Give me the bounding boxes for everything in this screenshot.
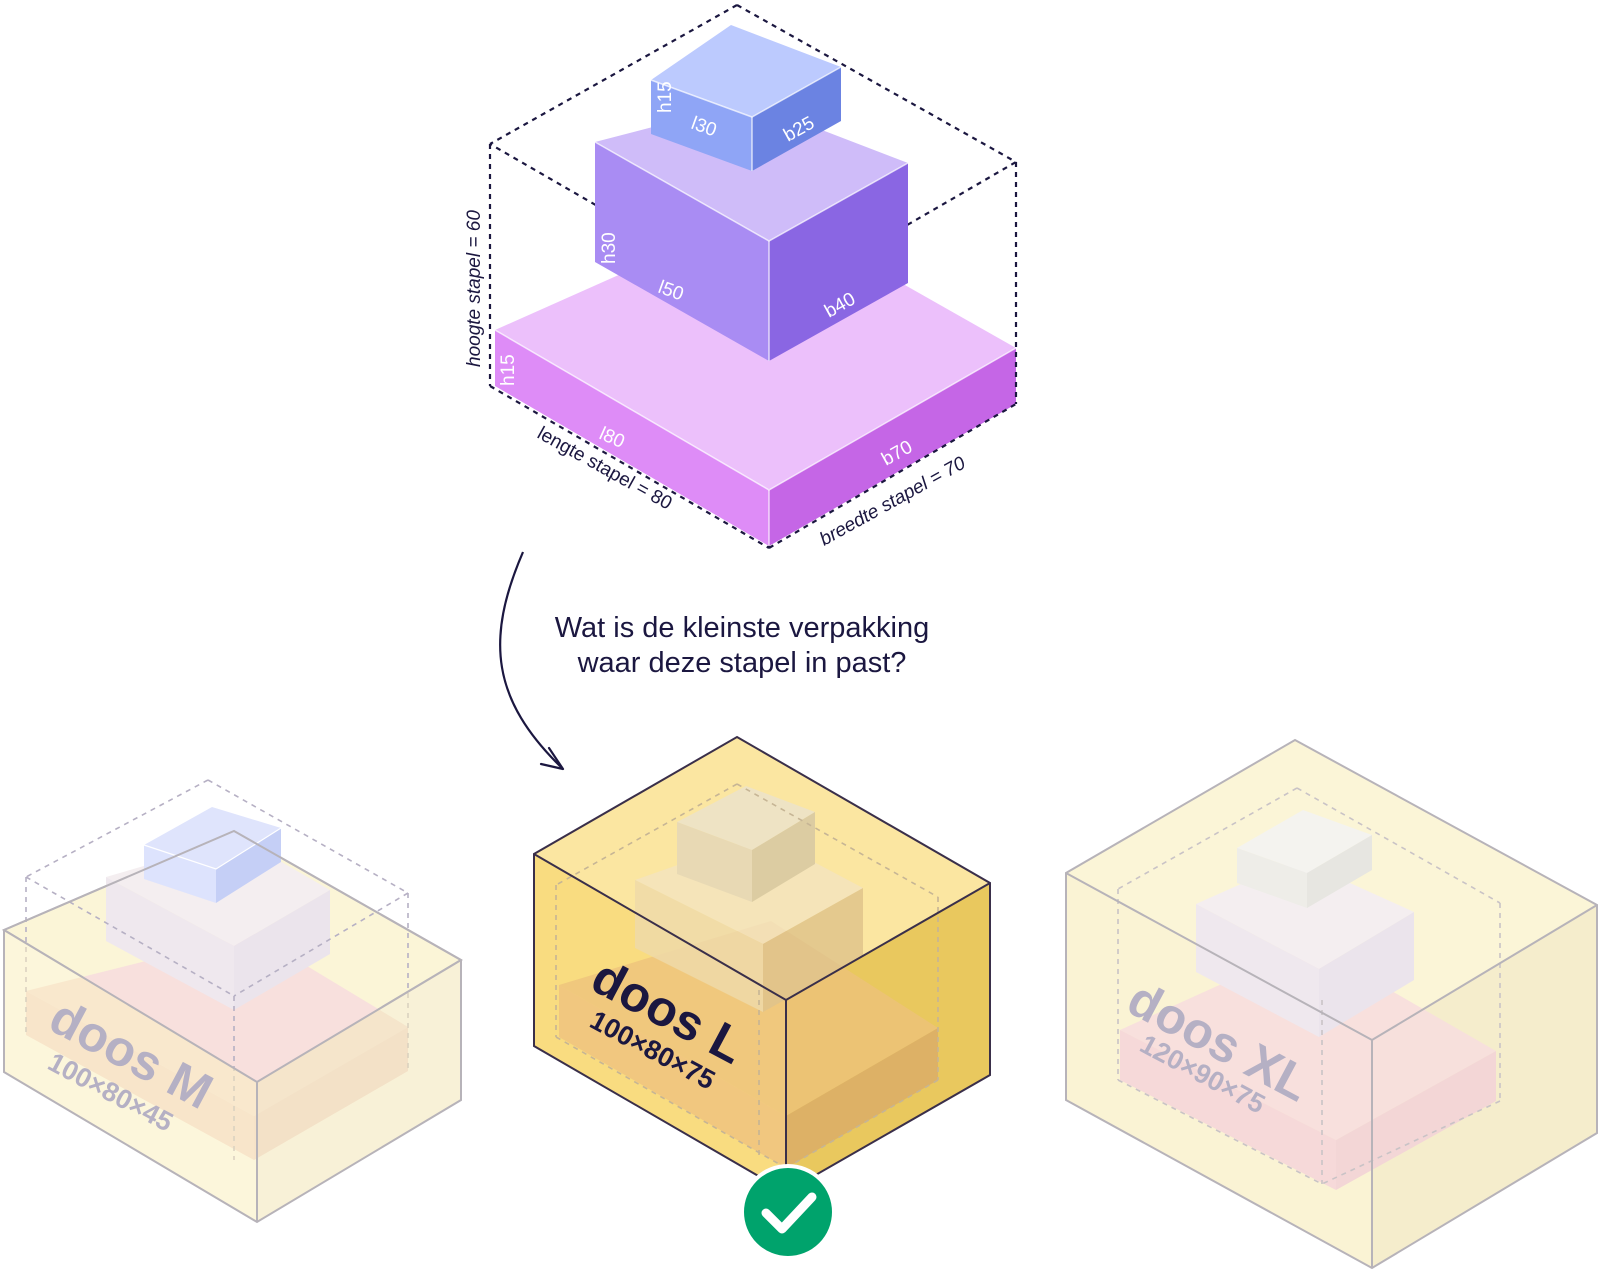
middle-block-height-label: h30 xyxy=(599,232,620,264)
question-line-2: waar deze stapel in past? xyxy=(577,647,907,679)
question-line-1: Wat is de kleinste verpakking xyxy=(555,612,929,644)
checkmark-icon xyxy=(740,1164,836,1260)
box-l: doos L 100×80×75 xyxy=(533,735,991,1194)
question-arrow xyxy=(499,551,565,771)
stack-height-label: hoogte stapel = 60 xyxy=(464,210,485,367)
top-block-height-label: h15 xyxy=(655,81,676,113)
stack-illustration: h15 l30 b25 h30 l50 b40 h15 l80 b70 hoog… xyxy=(464,4,1018,550)
stack-bounding-box-front xyxy=(488,144,1018,549)
box-xl: doos XL 120×90×75 xyxy=(1065,738,1598,1270)
bottom-block-height-label: h15 xyxy=(498,354,519,386)
stack-block-top xyxy=(650,25,842,171)
box-m: doos M 100×80×45 xyxy=(1,779,463,1224)
